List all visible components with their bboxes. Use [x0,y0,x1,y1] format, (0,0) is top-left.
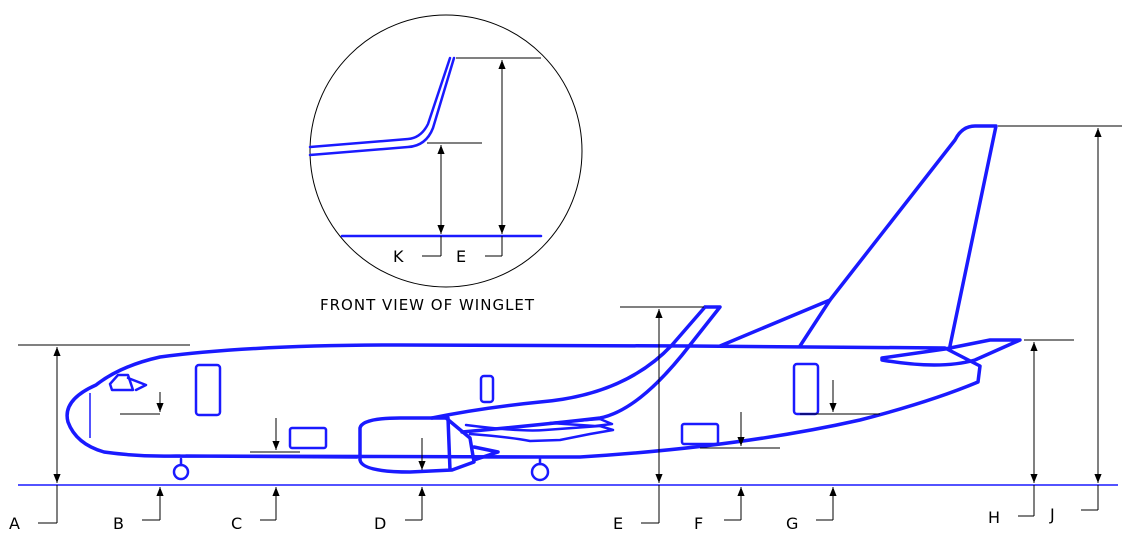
label-d: D [374,514,386,533]
label-c: C [231,514,242,533]
overwing-exit [479,374,495,404]
dimension-f: F [694,412,780,533]
dimension-e: E [613,306,704,533]
label-k-inset: K [393,247,404,266]
aft-cargo-door [680,422,720,446]
winglet-inset: K E [308,14,583,288]
label-b: B [113,514,124,533]
dimension-d: D [374,438,426,533]
dimension-a: A [9,344,190,533]
horizontal-stabilizer [880,338,1022,367]
engine-nacelle [358,416,500,474]
dimension-h: H [988,339,1074,527]
label-j: J [1049,505,1055,524]
label-f: F [694,514,703,533]
label-g: G [786,514,798,533]
label-h: H [988,508,1000,527]
main-gear-wheel [530,462,550,482]
wing-flaps [464,417,615,443]
dimension-b: B [113,392,164,533]
fuselage-outline [65,343,982,459]
inset-circle [309,14,583,288]
vertical-stabilizer [718,124,998,348]
wing-outline [430,305,722,434]
airplane [65,124,1022,482]
label-a: A [9,514,20,533]
dimension-j: J [998,125,1122,524]
inset-wing-lower [308,56,456,157]
label-e: E [613,514,623,533]
dimension-c: C [231,418,300,533]
cockpit-window [108,373,135,392]
label-e-inset: E [456,247,466,266]
nose-gear-wheel [172,463,190,481]
caption-front-view-of-winglet: FRONT VIEW OF WINGLET [320,296,535,314]
aft-door [792,362,820,416]
forward-cargo-door [288,426,328,450]
forward-door [194,363,222,417]
dimension-g: G [786,380,880,533]
inset-wing-upper [308,56,452,149]
